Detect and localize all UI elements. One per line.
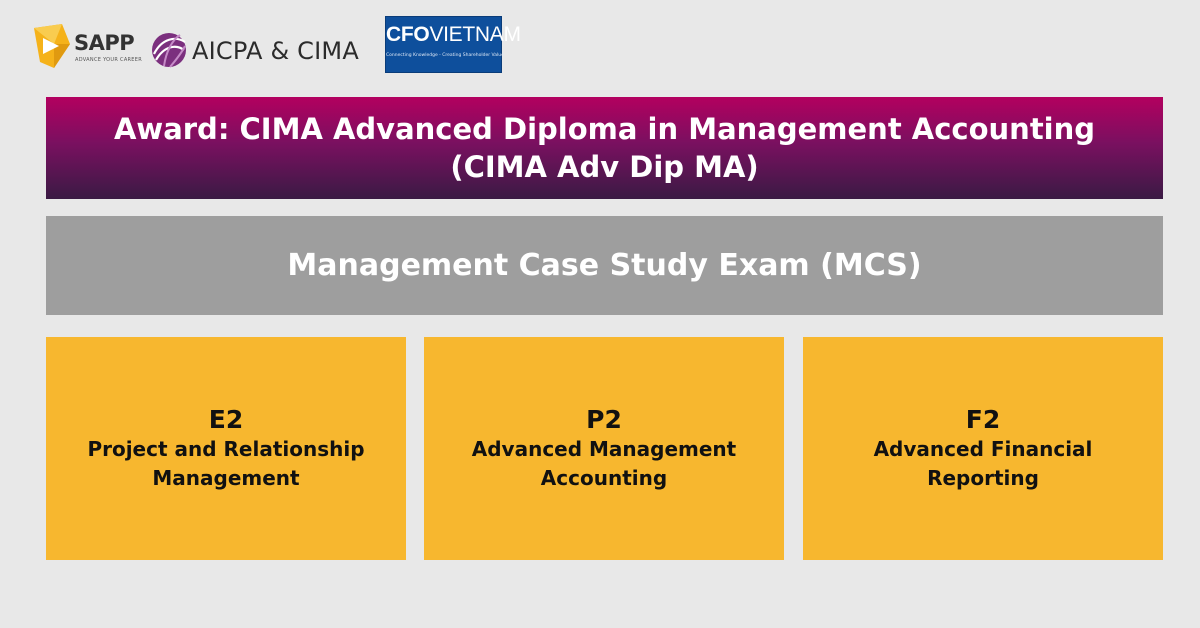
aicpa-cima-wordmark: AICPA & CIMA (192, 37, 359, 65)
sapp-icon (34, 24, 70, 68)
exam-name: Advanced Management Accounting (471, 436, 737, 490)
logo-bar: SAPP ADVANCE YOUR CAREER AICPA & CIMA CF… (0, 0, 1200, 80)
exam-name: Advanced Financial Reporting (873, 436, 1093, 490)
cfo-wordmark-bold: CFO (386, 23, 430, 46)
sapp-wordmark: SAPP (74, 31, 135, 55)
cfo-wordmark-rest: VIETNAM (429, 23, 521, 46)
aicpa-globe-icon (152, 33, 186, 68)
aicpa-cima-logo: AICPA & CIMA (150, 30, 375, 70)
award-banner: Award: CIMA Advanced Diploma in Manageme… (46, 97, 1163, 199)
exam-code: F2 (965, 404, 1001, 434)
exam-code: E2 (208, 404, 244, 434)
sapp-tagline: ADVANCE YOUR CAREER (75, 57, 143, 63)
exam-name: Project and Relationship Management (87, 436, 365, 490)
exam-box-p2: P2 Advanced Management Accounting (424, 337, 784, 560)
cfo-vietnam-logo: CFOVIETNAM Connecting Knowledge - Creati… (385, 16, 521, 73)
case-study-banner: Management Case Study Exam (MCS) (46, 216, 1163, 315)
exam-box-e2: E2 Project and Relationship Management (46, 337, 406, 560)
exam-box-f2: F2 Advanced Financial Reporting (803, 337, 1163, 560)
exam-code: P2 (586, 404, 622, 434)
cfo-vietnam-wordmark: CFOVIETNAM (386, 23, 521, 46)
cfo-vietnam-tagline: Connecting Knowledge - Creating Sharehol… (386, 53, 504, 58)
award-title: Award: CIMA Advanced Diploma in Manageme… (113, 112, 1096, 184)
case-study-title: Management Case Study Exam (MCS) (287, 248, 922, 283)
sapp-logo: SAPP ADVANCE YOUR CAREER (32, 24, 142, 74)
